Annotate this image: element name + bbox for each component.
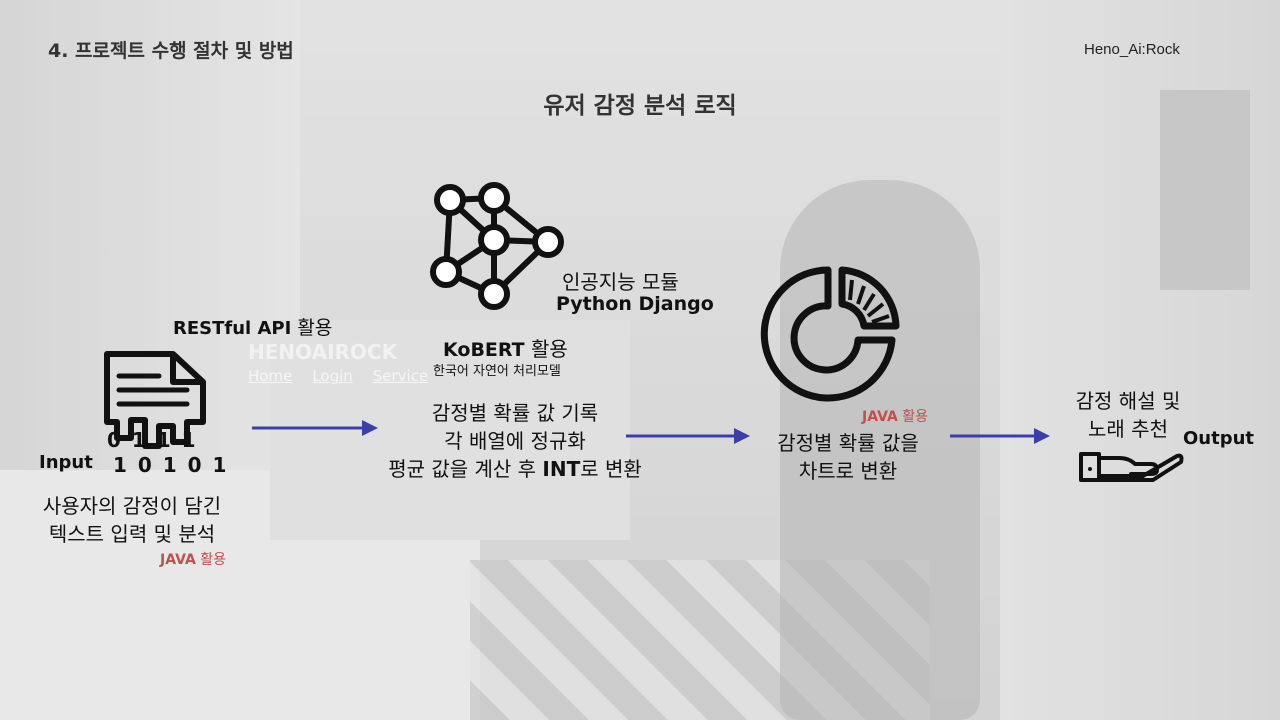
- input-desc-line2: 텍스트 입력 및 분석: [48, 522, 216, 546]
- framework-label: Python Django: [556, 293, 714, 315]
- flow-arrow-2: [626, 428, 750, 444]
- chart-tech-name: JAVA: [862, 409, 898, 425]
- chart-desc-line1: 감정별 확률 값을: [777, 431, 919, 455]
- background-nav-home: Home: [248, 367, 293, 385]
- chart-description: 감정별 확률 값을 차트로 변환: [748, 429, 948, 485]
- chart-tech-suffix: 활용: [897, 409, 929, 425]
- api-label: RESTful API 활용: [173, 313, 332, 340]
- ai-process-line2: 각 배열에 정규화: [444, 429, 586, 453]
- model-name: KoBERT: [443, 339, 525, 361]
- output-desc-line1: 감정 해설 및: [1075, 389, 1181, 413]
- model-label: KoBERT 활용: [443, 333, 568, 362]
- background-nav-service: Service: [372, 367, 429, 385]
- input-tech-suffix: 활용: [195, 552, 227, 568]
- output-label: Output: [1183, 428, 1255, 449]
- giving-hand-icon: [1079, 452, 1184, 482]
- ai-process-line3-b: INT: [542, 457, 581, 481]
- input-label: Input: [39, 452, 93, 473]
- model-suffix: 활용: [524, 337, 568, 361]
- ai-process-line1: 감정별 확률 값 기록: [431, 401, 599, 425]
- ai-process-line3: 평균 값을 계산 후 INT로 변환: [350, 455, 680, 483]
- chart-tech-label: JAVA 활용: [862, 406, 928, 426]
- background-nav: Home Login Service: [248, 367, 428, 385]
- pie-chart-icon: [760, 266, 900, 402]
- slide-title: 유저 감정 분석 로직: [543, 93, 737, 119]
- model-description: 한국어 자연어 처리모델: [433, 364, 561, 379]
- api-name: RESTful API: [173, 318, 292, 339]
- ai-process-line3-a: 평균 값을 계산 후: [388, 457, 543, 481]
- ai-process-description: 감정별 확률 값 기록 각 배열에 정규화 평균 값을 계산 후 INT로 변환: [350, 399, 680, 483]
- background-logo: HENOAIROCK: [248, 340, 398, 364]
- output-description: 감정 해설 및 노래 추천: [1058, 387, 1198, 443]
- input-desc-line1: 사용자의 감정이 담긴: [42, 494, 222, 518]
- flow-arrow-1: [252, 420, 378, 436]
- section-title: 4. 프로젝트 수행 절차 및 방법: [48, 40, 294, 62]
- input-tech-name: JAVA: [160, 552, 196, 568]
- ai-process-line3-c: 로 변환: [580, 457, 642, 481]
- input-tech-label: JAVA 활용: [160, 549, 226, 569]
- binary-bottom: 1 0 1 0 1: [113, 453, 229, 477]
- api-suffix: 활용: [291, 317, 333, 339]
- binary-top: 0 1 1 1: [107, 428, 198, 452]
- input-description: 사용자의 감정이 담긴 텍스트 입력 및 분석: [20, 492, 244, 548]
- brand-label: Heno_Ai:Rock: [1084, 41, 1180, 58]
- flow-arrow-3: [950, 428, 1050, 444]
- neural-network-icon: [430, 182, 564, 310]
- background-nav-login: Login: [312, 367, 353, 385]
- ai-module-label: 인공지능 모듈: [562, 270, 679, 294]
- output-desc-line2: 노래 추천: [1088, 417, 1168, 441]
- chart-desc-line2: 차트로 변환: [798, 459, 898, 483]
- document-icon: [104, 351, 206, 449]
